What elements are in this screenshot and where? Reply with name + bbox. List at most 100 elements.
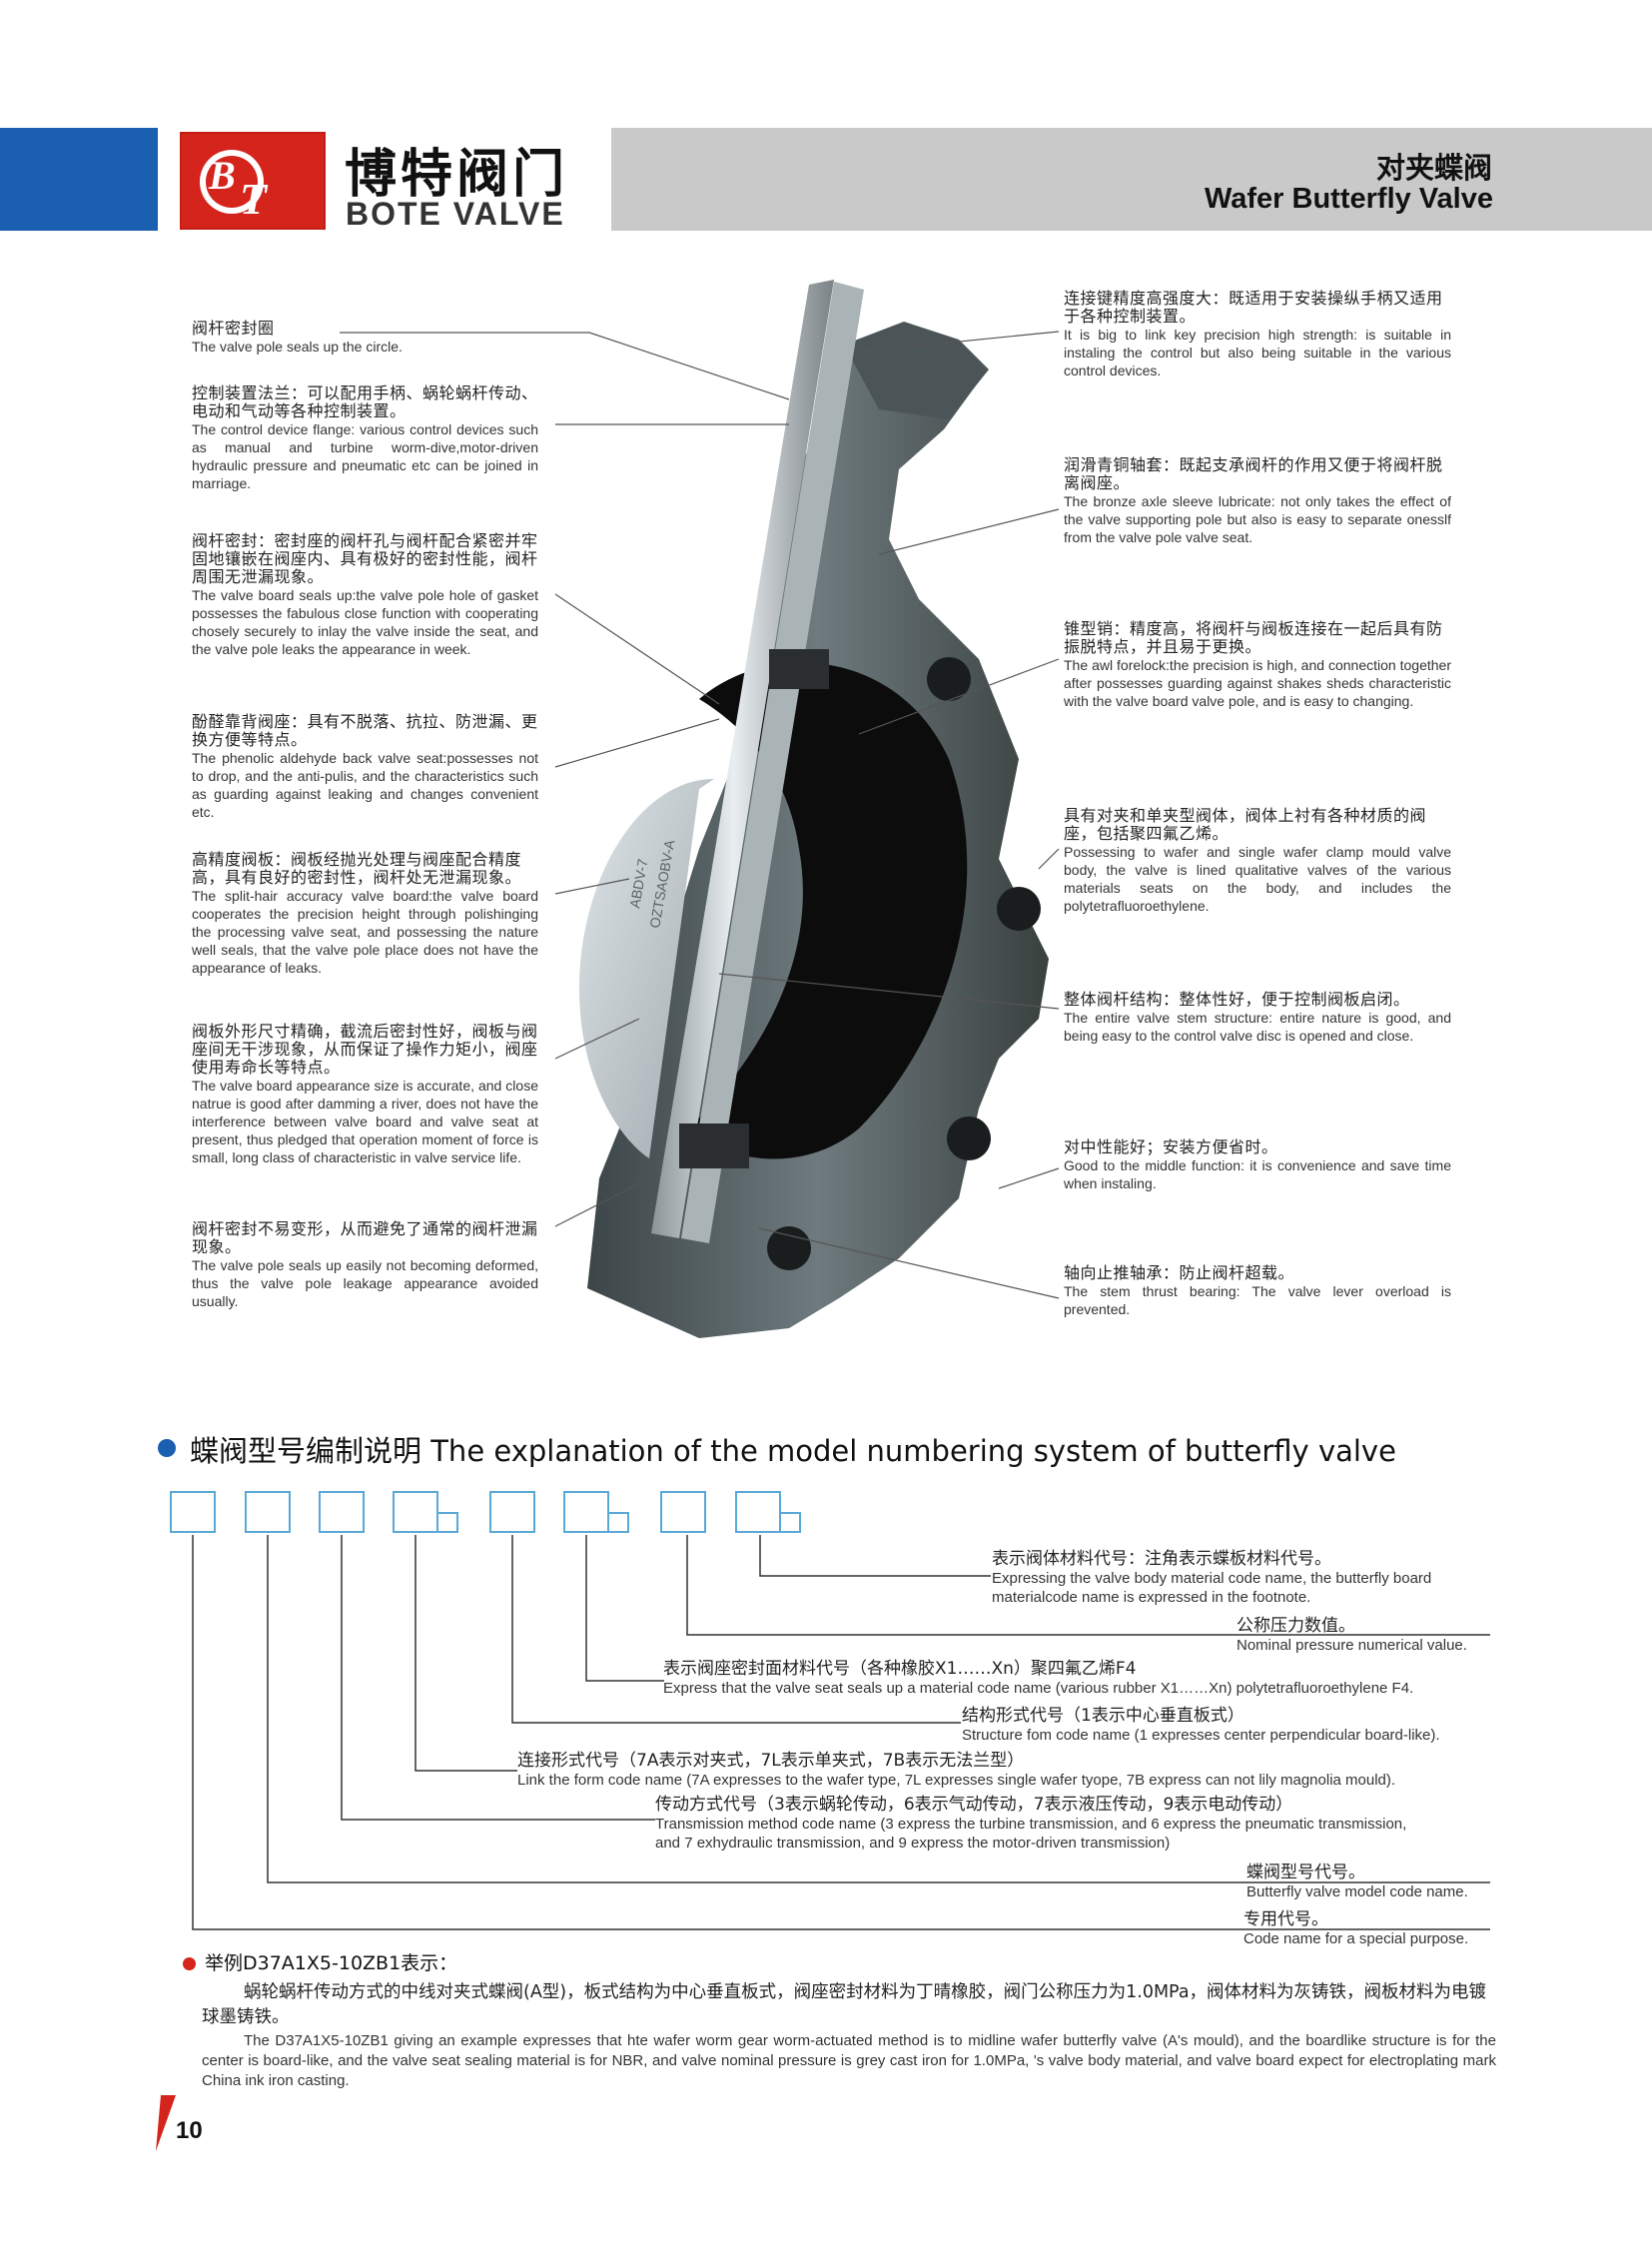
code-label-body-material: 表示阀体材料代号：注角表示蝶板材料代号。 Expressing the valv… [992,1550,1495,1607]
note-disc-dimensions: 阀板外形尺寸精确，截流后密封性好，阀板与阀座间无干涉现象，从而保证了操作力矩小，… [192,1023,538,1166]
note-en: Possessing to wafer and single wafer cla… [1064,844,1451,914]
note-en: The stem thrust bearing: The valve lever… [1064,1283,1451,1317]
bolt-hole [997,887,1041,931]
valve-illustration: ABDV-7 OZTSAOBV-A [340,280,1060,1338]
code-label-seat-material: 表示阀座密封面材料代号（各种橡胶X1……Xn）聚四氟乙烯F4 Express t… [663,1660,1498,1698]
note-en: It is big to link key precision high str… [1064,327,1451,378]
label-cn: 连接形式代号（7A表示对夹式，7L表示单夹式，7B表示无法兰型） [517,1751,1025,1771]
example-bullet-icon [183,1957,196,1970]
header-blue-block [0,128,158,231]
label-cn: 结构形式代号（1表示中心垂直板式） [962,1706,1244,1726]
note-en: The valve pole seals up easily not becom… [192,1257,538,1309]
label-cn: 传动方式代号（3表示蜗轮传动，6表示气动传动，7表示液压传动，9表示电动传动） [655,1795,1293,1815]
label-en: Link the form code name (7A expresses to… [517,1772,1396,1789]
note-integral-stem: 整体阀杆结构：整体性好，便于控制阀板启闭。 The entire valve s… [1064,991,1451,1045]
code-box-6 [563,1491,609,1533]
note-cn: 锥型销：精度高，将阀杆与阀板连接在一起后具有防振脱特点，并且易于更换。 [1064,619,1443,656]
note-phenolic-seat: 酚醛靠背阀座：具有不脱落、抗拉、防泄漏、更换方便等特点。 The phenoli… [192,713,538,821]
section-bullet-icon [158,1439,176,1457]
bolt-hole [767,1226,811,1270]
note-cn: 润滑青铜轴套：既起支承阀杆的作用又便于将阀杆脱离阀座。 [1064,455,1443,492]
note-valve-body: 具有对夹和单夹型阀体，阀体上衬有各种材质的阀座，包括聚四氟乙烯。 Possess… [1064,807,1451,915]
note-stem-seal-deform: 阀杆密封不易变形，从而避免了通常的阀杆泄漏现象。 The valve pole … [192,1220,538,1310]
note-cn: 阀板外形尺寸精确，截流后密封性好，阀板与阀座间无干涉现象，从而保证了操作力矩小，… [192,1022,538,1077]
example-text-cn: 蜗轮蜗杆传动方式的中线对夹式蝶阀(A型)，板式结构为中心垂直板式，阀座密封材料为… [202,1982,1487,2027]
code-subscript-box-4 [436,1512,458,1533]
label-en: Nominal pressure numerical value. [1237,1637,1467,1654]
page-number-slash-icon [156,2095,176,2151]
label-cn: 专用代号。 [1243,1909,1328,1929]
note-taper-pin: 锥型销：精度高，将阀杆与阀板连接在一起后具有防振脱特点，并且易于更换。 The … [1064,620,1451,710]
note-en: Good to the middle function: it is conve… [1064,1157,1451,1191]
page-title-cn: 对夹蝶阀 [1375,151,1492,185]
brand-name-cn: 博特阀门 [345,145,569,205]
code-box-2 [245,1491,291,1533]
note-bronze-sleeve: 润滑青铜轴套：既起支承阀杆的作用又便于将阀杆脱离阀座。 The bronze a… [1064,456,1451,546]
note-control-flange: 控制装置法兰：可以配用手柄、蜗轮蜗杆传动、电动和气动等各种控制装置。 The c… [192,384,538,492]
label-cn: 蝶阀型号代号。 [1246,1863,1365,1882]
code-subscript-box-8 [779,1512,801,1533]
label-en: Expressing the valve body material code … [992,1570,1432,1606]
note-cn: 轴向止推轴承：防止阀杆超载。 [1064,1263,1295,1282]
page-number: 10 [176,2117,203,2144]
note-stem-seal: 阀杆密封：密封座的阀杆孔与阀杆配合紧密并牢固地镶嵌在阀座内、具有极好的密封性能，… [192,532,538,658]
example-text-en: The D37A1X5-10ZB1 giving an example expr… [202,2032,1496,2089]
note-cn: 具有对夹和单夹型阀体，阀体上衬有各种材质的阀座，包括聚四氟乙烯。 [1064,806,1427,843]
label-en: Butterfly valve model code name. [1246,1883,1468,1900]
code-box-1 [170,1491,216,1533]
note-thrust-bearing: 轴向止推轴承：防止阀杆超载。 The stem thrust bearing: … [1064,1264,1451,1318]
label-cn: 表示阀座密封面材料代号（各种橡胶X1……Xn）聚四氟乙烯F4 [663,1659,1137,1679]
code-subscript-box-6 [607,1512,629,1533]
note-stem-seal-ring: 阀杆密封圈 The valve pole seals up the circle… [192,320,538,356]
note-cn: 连接键精度高强度大：既适用于安装操纵手柄又适用于各种控制装置。 [1064,289,1443,326]
label-en: Express that the valve seat seals up a m… [663,1680,1414,1697]
bolt-hole [947,1117,991,1160]
code-label-model: 蝶阀型号代号。 Butterfly valve model code name. [1099,1864,1495,1901]
code-box-4 [393,1491,438,1533]
code-label-pressure: 公称压力数值。 Nominal pressure numerical value… [1099,1617,1495,1655]
section-title: 蝶阀型号编制说明 The explanation of the model nu… [190,1434,1396,1468]
example-title: 举例D37A1X5-10ZB1表示： [205,1952,458,1974]
code-box-8 [735,1491,781,1533]
logo-emblem-icon: B T [200,150,269,224]
note-en: The control device flange: various contr… [192,421,538,491]
note-key: 连接键精度高强度大：既适用于安装操纵手柄又适用于各种控制装置。 It is bi… [1064,290,1451,379]
svg-text:T: T [240,175,269,224]
valve-stem [651,280,834,1238]
note-cn: 控制装置法兰：可以配用手柄、蜗轮蜗杆传动、电动和气动等各种控制装置。 [192,383,538,420]
note-cn: 高精度阀板：阀板经抛光处理与阀座配合精度高，具有良好的密封性，阀杆处无泄漏现象。 [192,850,522,887]
note-en: The valve pole seals up the circle. [192,339,403,355]
code-label-connection: 连接形式代号（7A表示对夹式，7L表示单夹式，7B表示无法兰型） Link th… [517,1752,1498,1790]
note-centering: 对中性能好；安装方便省时。 Good to the middle functio… [1064,1138,1451,1192]
note-cn: 对中性能好；安装方便省时。 [1064,1137,1278,1156]
note-precision-disc: 高精度阀板：阀板经抛光处理与阀座配合精度高，具有良好的密封性，阀杆处无泄漏现象。… [192,851,538,977]
code-box-5 [489,1491,535,1533]
bote-logo: B T [180,132,326,230]
label-cn: 公称压力数值。 [1237,1616,1355,1636]
svg-text:B: B [208,153,236,198]
code-box-7 [660,1491,706,1533]
label-en: Transmission method code name (3 express… [655,1816,1407,1852]
note-cn: 阀杆密封：密封座的阀杆孔与阀杆配合紧密并牢固地镶嵌在阀座内、具有极好的密封性能，… [192,531,538,586]
note-cn: 阀杆密封圈 [192,319,275,338]
label-en: Code name for a special purpose. [1243,1930,1469,1947]
note-cn: 整体阀杆结构：整体性好，便于控制阀板启闭。 [1064,990,1410,1009]
note-en: The phenolic aldehyde back valve seat:po… [192,750,538,820]
note-en: The valve board appearance size is accur… [192,1078,538,1165]
code-diagram-lines [192,1535,1490,1930]
note-en: The awl forelock:the precision is high, … [1064,657,1451,709]
code-label-transmission: 传动方式代号（3表示蜗轮传动，6表示气动传动，7表示液压传动，9表示电动传动） … [655,1796,1498,1853]
note-cn: 酚醛靠背阀座：具有不脱落、抗拉、防泄漏、更换方便等特点。 [192,712,538,749]
header-title-bar [611,128,1652,231]
valve-disc [579,779,714,1158]
label-cn: 表示阀体材料代号：注角表示蝶板材料代号。 [992,1549,1331,1569]
label-en: Structure fom code name (1 expresses cen… [962,1727,1440,1744]
bolt-hole [927,657,971,701]
brand-name-en: BOTE VALVE [346,196,565,232]
note-en: The split-hair accuracy valve board:the … [192,888,538,976]
code-box-3 [319,1491,365,1533]
page-title-en: Wafer Butterfly Valve [1204,183,1493,215]
note-en: The entire valve stem structure: entire … [1064,1010,1451,1044]
valve-seat-liner [689,662,968,1159]
note-cn: 阀杆密封不易变形，从而避免了通常的阀杆泄漏现象。 [192,1219,538,1256]
